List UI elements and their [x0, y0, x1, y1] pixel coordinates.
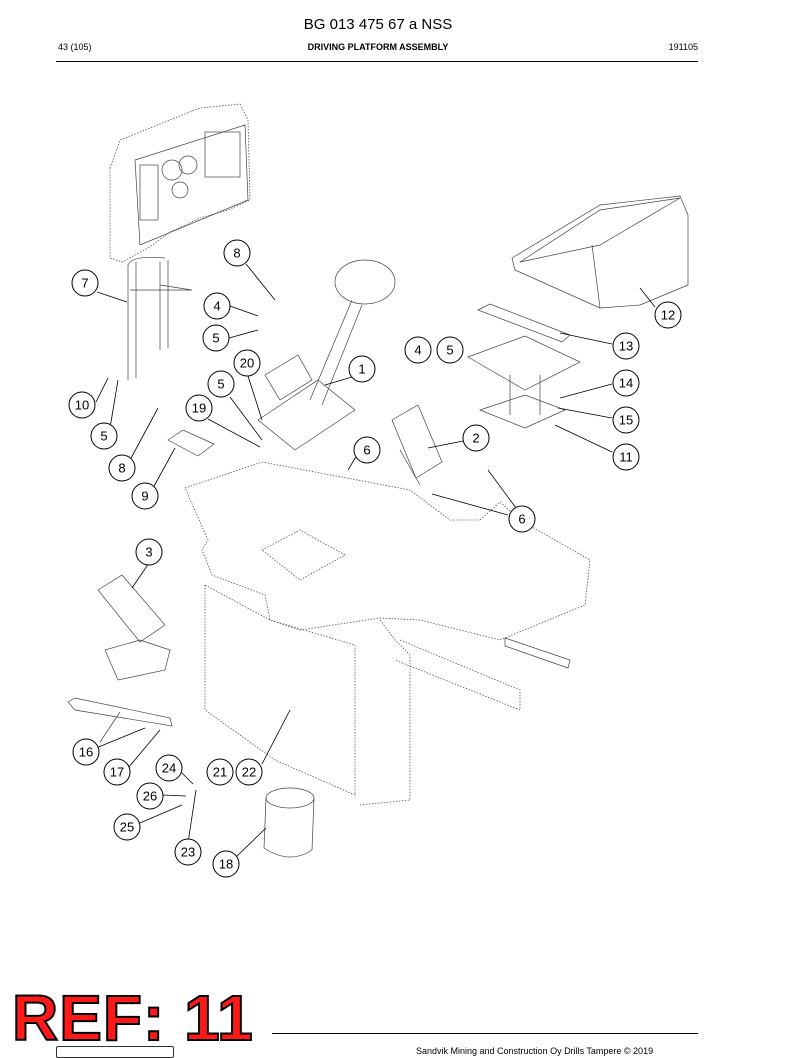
- section-title: DRIVING PLATFORM ASSEMBLY: [307, 42, 449, 52]
- callout-8: 8: [223, 239, 251, 267]
- svg-text:5: 5: [446, 343, 453, 358]
- steering-column-drawing: [257, 259, 396, 451]
- page-count: 43 (105): [58, 42, 92, 52]
- callout-5: 5: [90, 422, 118, 450]
- svg-text:2: 2: [472, 431, 479, 446]
- container-drawing: [263, 787, 315, 858]
- copyright-text: Sandvik Mining and Construction Oy Drill…: [416, 1046, 654, 1056]
- callout-20: 20: [233, 349, 261, 377]
- handrail-drawing: [127, 256, 193, 380]
- callout-12: 12: [654, 301, 682, 329]
- header-divider: [56, 61, 698, 62]
- bracket-drawing: [67, 697, 173, 743]
- callout-10: 10: [68, 391, 96, 419]
- svg-text:26: 26: [143, 789, 157, 804]
- callout-19: 19: [185, 394, 213, 422]
- callout-21: 21: [206, 758, 234, 786]
- svg-text:4: 4: [213, 299, 220, 314]
- callout-18: 18: [212, 850, 240, 878]
- callout-25: 25: [113, 813, 141, 841]
- callout-11: 11: [612, 443, 640, 471]
- callout-7: 7: [71, 269, 99, 297]
- svg-text:18: 18: [219, 857, 233, 872]
- svg-text:5: 5: [217, 377, 224, 392]
- svg-text:14: 14: [619, 376, 633, 391]
- svg-text:17: 17: [110, 765, 124, 780]
- callout-26: 26: [136, 782, 164, 810]
- svg-text:6: 6: [518, 512, 525, 527]
- leader-lines: [95, 263, 656, 859]
- callout-14: 14: [612, 369, 640, 397]
- callout-6: 6: [353, 436, 381, 464]
- callout-5: 5: [207, 370, 235, 398]
- instrument-panel-drawing: [109, 103, 251, 263]
- svg-text:13: 13: [619, 339, 633, 354]
- svg-text:12: 12: [661, 308, 675, 323]
- svg-text:10: 10: [75, 398, 89, 413]
- svg-text:16: 16: [79, 745, 93, 760]
- callout-24: 24: [155, 754, 183, 782]
- svg-text:22: 22: [242, 765, 256, 780]
- floor-mat-drawing: [167, 429, 215, 457]
- svg-text:20: 20: [240, 356, 254, 371]
- svg-text:3: 3: [145, 545, 152, 560]
- svg-text:21: 21: [213, 765, 227, 780]
- callout-13: 13: [612, 332, 640, 360]
- callout-5: 5: [202, 324, 230, 352]
- callout-23: 23: [174, 838, 202, 866]
- svg-text:5: 5: [212, 331, 219, 346]
- callout-4: 4: [404, 336, 432, 364]
- joystick-drawing: [97, 574, 171, 681]
- footer-divider: [272, 1033, 698, 1034]
- svg-text:23: 23: [181, 845, 195, 860]
- callout-4: 4: [203, 292, 231, 320]
- floor-plate-drawing: [184, 461, 591, 806]
- svg-text:11: 11: [619, 450, 633, 465]
- svg-text:8: 8: [233, 246, 240, 261]
- document-number: BG 013 475 67 a NSS: [303, 16, 453, 33]
- callout-17: 17: [103, 758, 131, 786]
- svg-text:19: 19: [192, 401, 206, 416]
- svg-text:5: 5: [100, 429, 107, 444]
- callout-1: 1: [348, 355, 376, 383]
- svg-text:1: 1: [358, 362, 365, 377]
- svg-text:6: 6: [363, 443, 370, 458]
- callout-6: 6: [508, 505, 536, 533]
- svg-text:8: 8: [118, 461, 125, 476]
- callout-2: 2: [462, 424, 490, 452]
- callout-5: 5: [436, 336, 464, 364]
- seat-drawing: [511, 195, 689, 309]
- svg-text:25: 25: [120, 820, 134, 835]
- document-date: 191105: [668, 42, 698, 52]
- callout-8: 8: [108, 454, 136, 482]
- callout-16: 16: [72, 738, 100, 766]
- svg-text:24: 24: [162, 761, 176, 776]
- svg-text:4: 4: [414, 343, 421, 358]
- svg-text:9: 9: [141, 489, 148, 504]
- callout-3: 3: [135, 538, 163, 566]
- callout-15: 15: [612, 406, 640, 434]
- pedal-drawing: [391, 404, 443, 486]
- callout-22: 22: [235, 758, 263, 786]
- svg-text:7: 7: [81, 276, 88, 291]
- reference-stamp: REF: 11: [11, 982, 254, 1054]
- svg-text:15: 15: [619, 413, 633, 428]
- callout-bubbles: 8 7 4 5 20 5 1 10 19 5 8 9 6 4 5 2 6 12 …: [68, 239, 682, 878]
- seat-base-drawing: [467, 335, 581, 429]
- callout-9: 9: [131, 482, 159, 510]
